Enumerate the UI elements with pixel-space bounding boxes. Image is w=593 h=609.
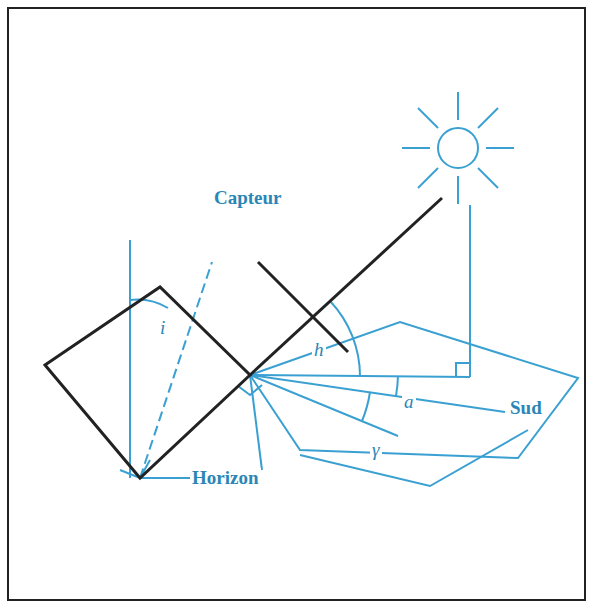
angle-label: h [312, 340, 326, 361]
direction-label: Sud [508, 398, 544, 419]
angle-label: a [402, 392, 416, 413]
part-label: Capteur [212, 188, 284, 209]
direction-label: Horizon [190, 468, 261, 489]
angle-label: γ [370, 440, 382, 461]
angle-label: i [158, 318, 167, 339]
